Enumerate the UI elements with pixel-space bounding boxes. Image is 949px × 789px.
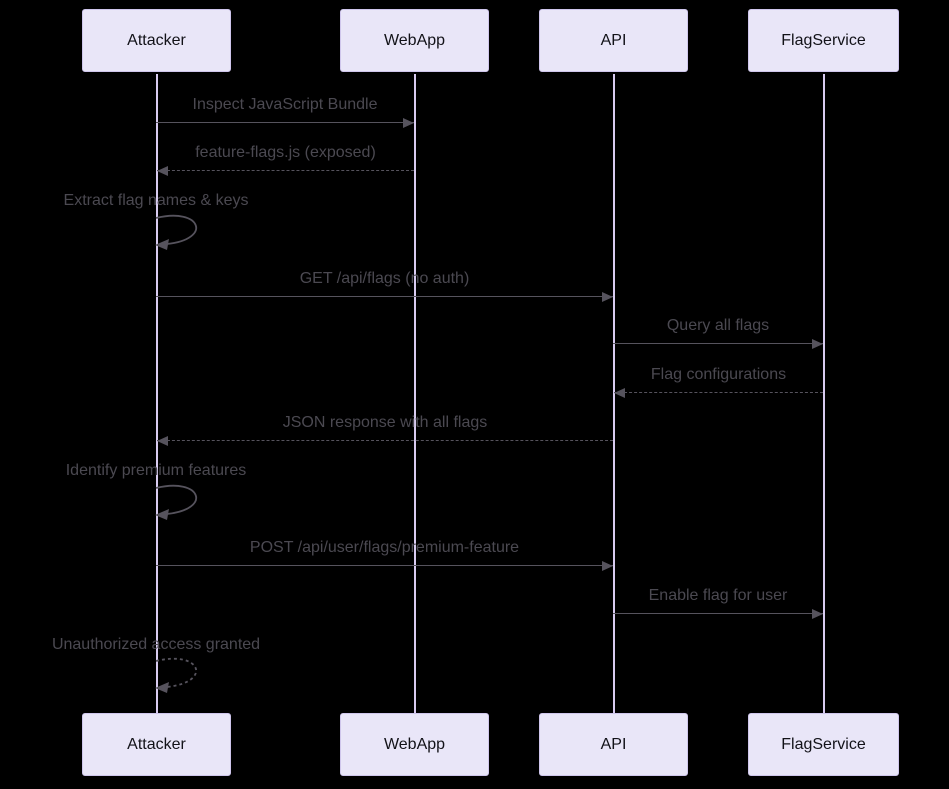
actor-label: FlagService: [781, 31, 866, 49]
message-label: Identify premium features: [65, 462, 247, 479]
actor-label: API: [600, 735, 627, 753]
actor-box-attacker-top: Attacker: [82, 9, 231, 72]
message-line: [613, 343, 823, 344]
message-feature-flags-exposed: feature-flags.js (exposed): [157, 142, 414, 182]
arrowhead-left-icon: [157, 165, 168, 176]
self-loop-arc: [155, 484, 197, 520]
lifeline-webapp: [413, 74, 416, 713]
arrowhead-left-icon: [155, 682, 169, 693]
actor-box-webapp-top: WebApp: [340, 9, 489, 72]
message-flag-configurations: Flag configurations: [614, 364, 823, 404]
message-label: feature-flags.js (exposed): [195, 144, 376, 161]
message-query-all-flags: Query all flags: [613, 315, 823, 355]
message-label: Query all flags: [666, 317, 770, 334]
message-label: POST /api/user/flags/premium-feature: [249, 539, 520, 556]
actor-label: WebApp: [383, 735, 446, 753]
actor-box-flagservice-top: FlagService: [748, 9, 899, 72]
arrowhead-left-icon: [614, 387, 625, 398]
message-label: Enable flag for user: [648, 587, 788, 604]
message-label: Extract flag names & keys: [63, 192, 249, 209]
self-message-extract-flag-names: Extract flag names & keys: [6, 190, 306, 230]
self-loop-arc-dashed: [155, 657, 197, 693]
lifeline-flagservice: [822, 74, 825, 713]
message-label: Flag configurations: [650, 366, 787, 383]
message-label: Inspect JavaScript Bundle: [192, 96, 378, 113]
actor-box-webapp-bottom: WebApp: [340, 713, 489, 776]
arrowhead-left-icon: [155, 239, 169, 250]
actor-box-api-bottom: API: [539, 713, 688, 776]
actor-label: Attacker: [127, 31, 186, 49]
message-get-api-flags: GET /api/flags (no auth): [156, 268, 613, 308]
message-inspect-javascript-bundle: Inspect JavaScript Bundle: [156, 94, 414, 134]
message-line: [156, 565, 613, 566]
self-message-unauthorized-access: Unauthorized access granted: [6, 634, 306, 674]
arrowhead-left-icon: [155, 509, 169, 520]
message-line: [614, 392, 823, 393]
message-label: GET /api/flags (no auth): [299, 270, 470, 287]
actor-label: FlagService: [781, 735, 866, 753]
actor-label: Attacker: [127, 735, 186, 753]
arrowhead-right-icon: [602, 560, 613, 571]
arrowhead-right-icon: [403, 117, 414, 128]
actor-box-flagservice-bottom: FlagService: [748, 713, 899, 776]
message-enable-flag-for-user: Enable flag for user: [613, 585, 823, 625]
self-loop-arc: [155, 214, 197, 250]
message-post-premium-feature: POST /api/user/flags/premium-feature: [156, 537, 613, 577]
message-line: [156, 122, 414, 123]
message-label: Unauthorized access granted: [51, 636, 261, 653]
arrowhead-right-icon: [812, 608, 823, 619]
message-line: [613, 613, 823, 614]
lifeline-api: [612, 74, 615, 713]
arrowhead-left-icon: [157, 435, 168, 446]
message-label: JSON response with all flags: [282, 414, 488, 431]
message-json-response-all-flags: JSON response with all flags: [157, 412, 613, 452]
actor-label: WebApp: [383, 31, 446, 49]
self-message-identify-premium-features: Identify premium features: [6, 460, 306, 500]
actor-label: API: [600, 31, 627, 49]
actor-box-api-top: API: [539, 9, 688, 72]
lifeline-attacker: [155, 74, 158, 713]
message-line: [157, 440, 613, 441]
arrowhead-right-icon: [812, 338, 823, 349]
actor-box-attacker-bottom: Attacker: [82, 713, 231, 776]
message-line: [157, 170, 414, 171]
arrowhead-right-icon: [602, 291, 613, 302]
message-line: [156, 296, 613, 297]
